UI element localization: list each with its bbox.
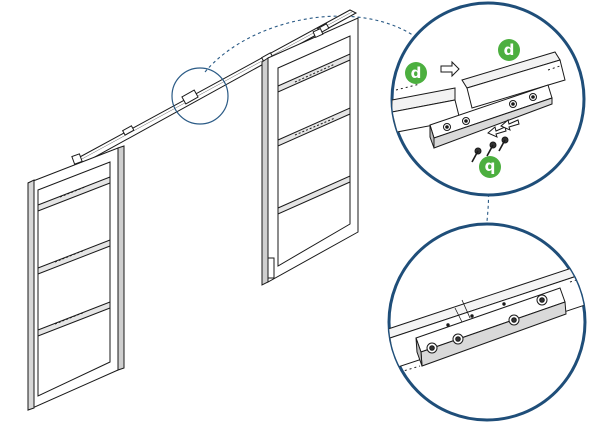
rail-bracket	[121, 125, 135, 136]
left-door-side	[27, 179, 35, 411]
badge-d-right: d	[498, 39, 520, 61]
badge-d-left-label: d	[411, 64, 422, 82]
screw-icon	[536, 294, 548, 306]
right-door-panel	[261, 17, 359, 286]
left-door-rail	[37, 239, 111, 275]
left-door-inner	[37, 161, 111, 397]
screw-icon	[452, 333, 464, 345]
left-door-panel	[27, 145, 125, 411]
detail-locator-circle	[171, 67, 229, 125]
rail-bracket	[181, 89, 199, 105]
right-door-inner	[277, 35, 351, 267]
arrow-left-icon	[500, 119, 520, 131]
right-door-rail	[277, 175, 351, 215]
badge-d-left: d	[405, 62, 427, 84]
connector-between	[485, 175, 490, 233]
joined-rail	[389, 261, 585, 339]
callout-connectors	[204, 15, 490, 233]
screw-icon	[471, 147, 482, 163]
left-door-hanger	[71, 153, 83, 165]
badge-d-right-label: d	[504, 41, 515, 59]
right-door-handle	[267, 257, 275, 279]
callout-bottom	[387, 222, 587, 422]
screw-icon	[426, 342, 438, 354]
screw-icon	[498, 136, 509, 152]
badge-q-bottom: q	[479, 156, 501, 178]
arrow-left-icon	[487, 126, 507, 138]
screw-icon	[486, 141, 497, 157]
callout-top: d d q	[390, 1, 586, 197]
left-door-rail	[37, 176, 111, 212]
connector-top	[204, 15, 421, 73]
right-door-hanger	[312, 27, 324, 39]
screw-icon	[508, 314, 520, 326]
right-door-side	[261, 57, 269, 286]
badge-q-bottom-label: q	[485, 157, 496, 175]
arrow-right-icon	[440, 60, 460, 78]
left-door-rail	[37, 301, 111, 337]
